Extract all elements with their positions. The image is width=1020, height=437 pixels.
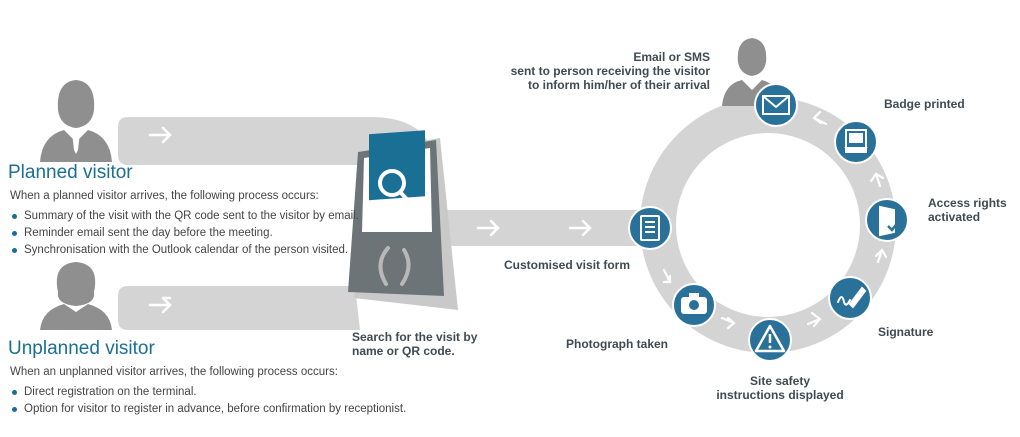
badge-step-label: Badge printed [884, 97, 965, 111]
safety-step-label: Site safety instructions displayed [716, 374, 844, 402]
terminal-label: Search for the visit by name or QR code. [352, 330, 478, 358]
safety-step-circle [748, 318, 792, 362]
photo-step-circle [672, 283, 716, 327]
notify-step-circle [754, 83, 798, 127]
planned-visitor-title: Planned visitor [8, 162, 133, 183]
spinner-icon [378, 246, 411, 286]
bullet-icon [12, 214, 17, 219]
list-item: Direct registration on the terminal. [10, 384, 406, 401]
bullet-icon [12, 390, 17, 395]
envelope-icon [762, 95, 790, 115]
search-icon [378, 169, 415, 208]
list-item: Summary of the visit with the QR code se… [10, 208, 359, 225]
badge-printer-icon [844, 129, 868, 153]
unplanned-visitor-title: Unplanned visitor [8, 338, 155, 359]
notify-step-label: Email or SMS sent to person receiving th… [510, 50, 710, 92]
signature-icon [837, 286, 867, 309]
form-step-circle [628, 206, 672, 250]
form-step-label: Customised visit form [504, 258, 631, 272]
unplanned-visitor-person-icon [40, 262, 112, 330]
signature-step-circle [828, 276, 872, 320]
list-item: Synchronisation with the Outlook calenda… [10, 242, 359, 259]
door-icon [879, 205, 900, 237]
form-icon [640, 215, 660, 241]
bullet-icon [12, 231, 17, 236]
signature-step-label: Signature [878, 325, 934, 339]
unplanned-visitor-list: Direct registration on the terminal. Opt… [10, 384, 406, 418]
unplanned-visitor-intro: When an unplanned visitor arrives, the f… [10, 366, 338, 378]
camera-icon [681, 293, 707, 314]
planned-visitor-intro: When a planned visitor arrives, the foll… [10, 190, 319, 202]
list-item: Reminder email sent the day before the m… [10, 225, 359, 242]
unplanned-band [118, 286, 360, 330]
arrow-icon [148, 126, 592, 314]
badge-step-circle [834, 120, 878, 164]
loop-arrow-icon [662, 110, 888, 330]
bullet-icon [12, 248, 17, 253]
access-step-circle [865, 198, 909, 242]
planned-visitor-person-icon [40, 80, 112, 162]
terminal-to-loop-band [440, 210, 650, 246]
planned-visitor-list: Summary of the visit with the QR code se… [10, 208, 359, 259]
kiosk-terminal [348, 130, 458, 310]
list-item: Option for visitor to register in advanc… [10, 401, 406, 418]
warning-icon [754, 324, 786, 353]
photo-step-label: Photograph taken [566, 337, 669, 351]
access-step-label: Access rights activated [928, 196, 1007, 224]
planned-band [118, 117, 432, 165]
bullet-icon [12, 407, 17, 412]
